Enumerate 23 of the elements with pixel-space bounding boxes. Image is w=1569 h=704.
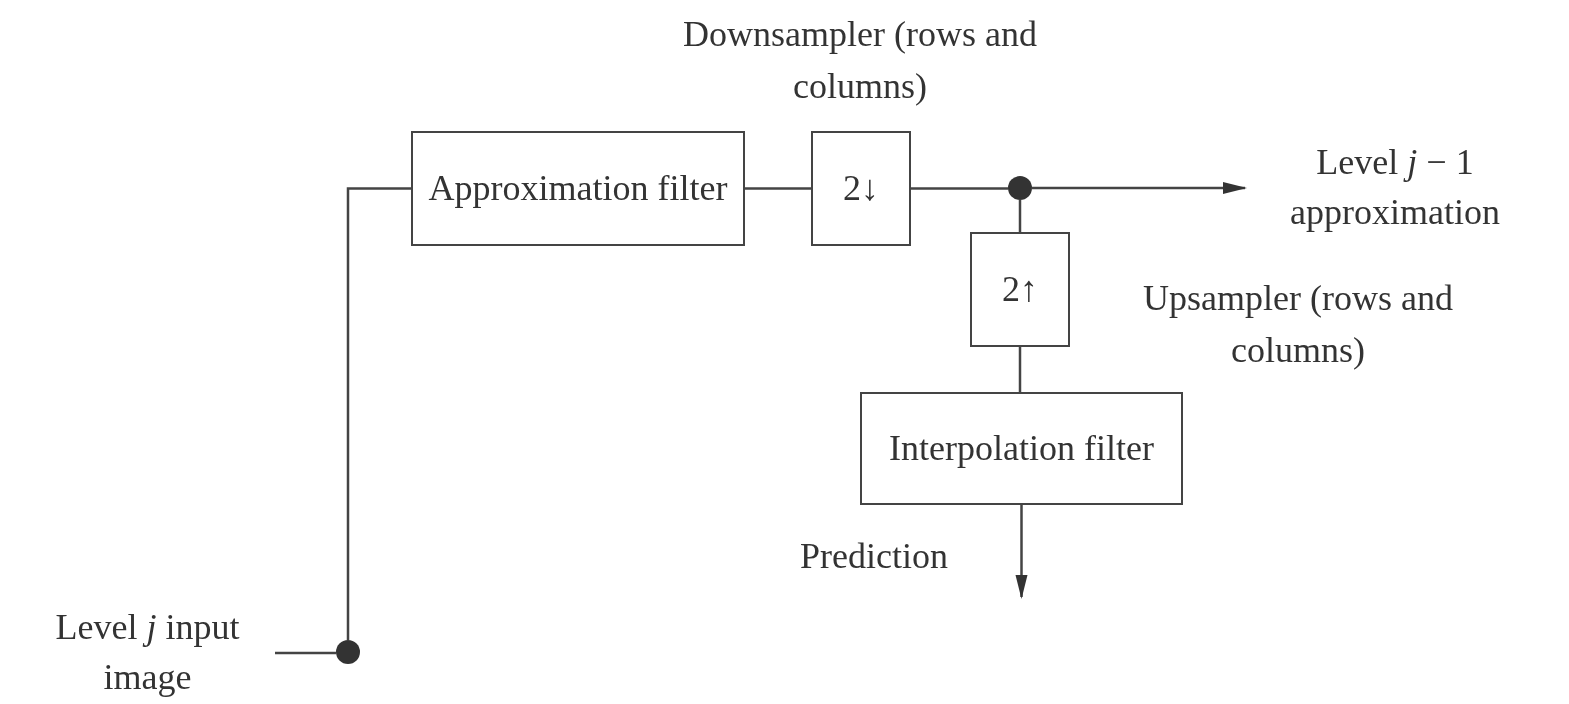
box-label: 2↑ <box>1002 268 1038 312</box>
arrow <box>1015 505 1028 599</box>
connector-line <box>911 187 1008 190</box>
connector-line <box>275 651 336 655</box>
io-label: Level j − 1 approximation <box>1245 137 1545 239</box>
connector-line <box>745 187 811 190</box>
connector-line <box>346 187 411 640</box>
connector-line <box>1018 347 1022 392</box>
box-label: Interpolation filter <box>889 427 1154 471</box>
arrow <box>1032 182 1247 194</box>
process-box <box>811 131 911 246</box>
box-label: Approximation filter <box>428 167 728 211</box>
process-box <box>970 232 1070 347</box>
connector-line <box>1018 200 1022 232</box>
process-box <box>860 392 1183 505</box>
io-label: Level j input image <box>20 602 275 704</box>
edge-label: Prediction <box>800 535 948 578</box>
caption-text: Upsampler (rows and columns) <box>1142 277 1454 373</box>
process-box <box>411 131 745 246</box>
caption-text: Downsampler (rows and columns) <box>682 13 1038 109</box>
junction-dot <box>1008 176 1032 200</box>
box-label: 2↓ <box>843 167 879 211</box>
junction-dot <box>336 640 360 664</box>
